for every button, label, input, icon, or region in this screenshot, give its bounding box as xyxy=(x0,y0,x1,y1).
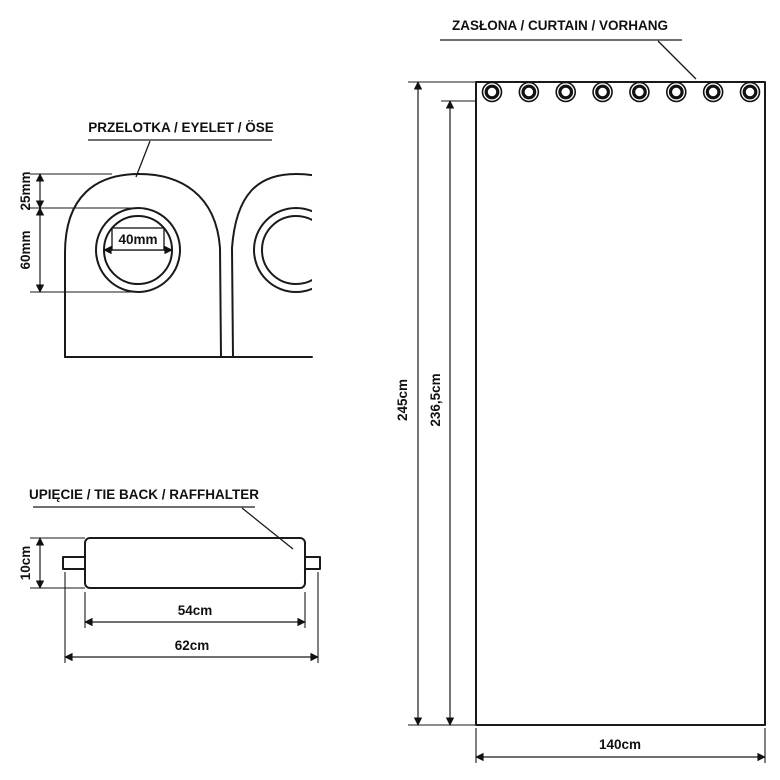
dim-text-25mm: 25mm xyxy=(18,171,33,210)
tieback-detail: UPIĘCIE / TIE BACK / RAFFHALTER 10cm 54c… xyxy=(18,487,321,663)
dim-text-62cm: 62cm xyxy=(175,638,210,653)
curtain-eyelet-row xyxy=(481,81,761,103)
dim-text-236cm: 236,5cm xyxy=(428,373,443,426)
tieback-leader-line xyxy=(241,507,294,550)
tieback-body xyxy=(84,537,306,589)
dim-text-245cm: 245cm xyxy=(395,379,410,421)
curtain-eyelet-hole xyxy=(742,84,758,100)
tieback-tab-right xyxy=(304,556,321,570)
eyelet-detail-label: PRZELOTKA / EYELET / ÖSE xyxy=(88,120,274,135)
dim-text-54cm: 54cm xyxy=(178,603,213,618)
dim-text-40mm: 40mm xyxy=(118,232,157,247)
curtain-label: ZASŁONA / CURTAIN / VORHANG xyxy=(452,18,668,33)
eyelet-ring-right-outer xyxy=(253,207,312,293)
curtain-eyelet-hole xyxy=(632,84,647,100)
eyelet-detail: PRZELOTKA / EYELET / ÖSE 25mm 60mm 40mm xyxy=(18,120,313,358)
curtain-panel xyxy=(475,81,766,726)
curtain-eyelet-hole xyxy=(558,84,574,100)
curtain-eyelet-hole xyxy=(668,84,684,100)
curtain-eyelet-hole xyxy=(521,84,537,100)
curtain-drawing: ZASŁONA / CURTAIN / VORHANG 245cm 236,5c… xyxy=(395,18,766,763)
curtain-eyelet-hole xyxy=(705,84,721,100)
dim-text-140cm: 140cm xyxy=(599,737,641,752)
eyelet-leader-line xyxy=(135,140,151,178)
dim-text-60mm: 60mm xyxy=(18,230,33,269)
curtain-eyelet-hole xyxy=(484,84,500,100)
eyelet-ring-right-inner xyxy=(261,215,312,285)
eyelet-tab-right xyxy=(231,173,312,358)
curtain-eyelet-hole xyxy=(595,84,610,100)
dim-text-10cm: 10cm xyxy=(18,546,33,581)
dim-box-40mm xyxy=(111,227,165,251)
tieback-tab-left xyxy=(62,556,86,570)
tieback-label: UPIĘCIE / TIE BACK / RAFFHALTER xyxy=(29,487,259,502)
curtain-leader-line xyxy=(657,40,697,80)
eyelet-tab-left xyxy=(64,173,222,358)
